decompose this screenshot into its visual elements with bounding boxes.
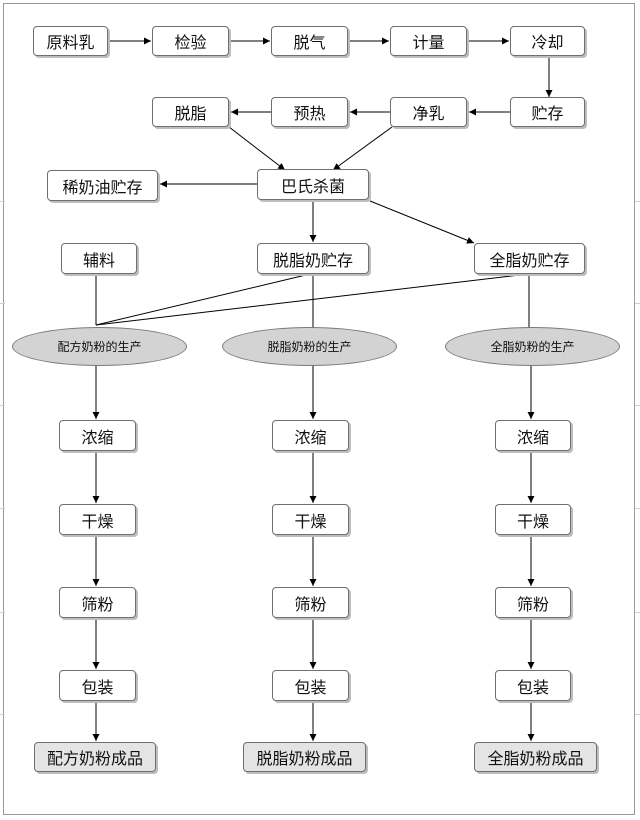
arrow-skimming-to-pasteurization (228, 126, 286, 171)
production-skim-ellipse: 脱脂奶粉的生产 (222, 327, 397, 366)
frame-tick (635, 405, 640, 406)
whole-concentration: 浓缩 (495, 420, 571, 451)
node-skimming: 脱脂 (152, 97, 229, 127)
frame-tick (0, 405, 5, 406)
production-formula-ellipse: 配方奶粉的生产 (12, 327, 187, 366)
skim-sieving: 筛粉 (272, 587, 349, 618)
production-whole-ellipse: 全脂奶粉的生产 (445, 327, 620, 366)
arrow-clarification-to-pasteurization (332, 126, 393, 171)
frame-tick (0, 714, 5, 715)
whole-sieving: 筛粉 (495, 587, 571, 618)
node-whole-milk-storage: 全脂奶贮存 (474, 243, 585, 274)
frame-tick (635, 201, 640, 202)
product-skim: 脱脂奶粉成品 (243, 742, 366, 772)
diagram-frame (3, 3, 635, 815)
node-metering: 计量 (390, 26, 467, 56)
node-inspection: 检验 (152, 26, 229, 56)
formula-sieving: 筛粉 (59, 587, 136, 618)
node-raw-milk: 原料乳 (33, 26, 108, 56)
skim-packaging: 包装 (272, 670, 349, 701)
node-storage: 贮存 (510, 97, 585, 127)
node-ingredients: 辅料 (61, 243, 137, 274)
arrow-pasteurization-to-whole-storage (369, 200, 475, 244)
frame-tick (635, 303, 640, 304)
frame-tick (0, 508, 5, 509)
node-cream-storage: 稀奶油贮存 (47, 170, 158, 201)
product-formula: 配方奶粉成品 (34, 742, 156, 772)
frame-tick (635, 612, 640, 613)
node-pasteurization: 巴氏杀菌 (257, 169, 369, 200)
product-whole: 全脂奶粉成品 (474, 742, 597, 772)
skim-concentration: 浓缩 (272, 420, 349, 451)
frame-tick (635, 508, 640, 509)
formula-packaging: 包装 (59, 670, 136, 701)
node-preheating: 预热 (271, 97, 348, 127)
line-whole-storage-to-formula (95, 273, 529, 326)
frame-tick (0, 612, 5, 613)
frame-tick (635, 714, 640, 715)
node-cooling: 冷却 (510, 26, 585, 56)
formula-concentration: 浓缩 (59, 420, 136, 451)
frame-tick (0, 201, 5, 202)
formula-drying: 干燥 (59, 504, 136, 535)
whole-drying: 干燥 (495, 504, 571, 535)
node-skim-milk-storage: 脱脂奶贮存 (257, 243, 369, 274)
node-clarification: 净乳 (390, 97, 467, 127)
whole-packaging: 包装 (495, 670, 571, 701)
frame-tick (0, 303, 5, 304)
line-skim-storage-to-formula (95, 273, 311, 326)
node-degassing: 脱气 (271, 26, 348, 56)
skim-drying: 干燥 (272, 504, 349, 535)
